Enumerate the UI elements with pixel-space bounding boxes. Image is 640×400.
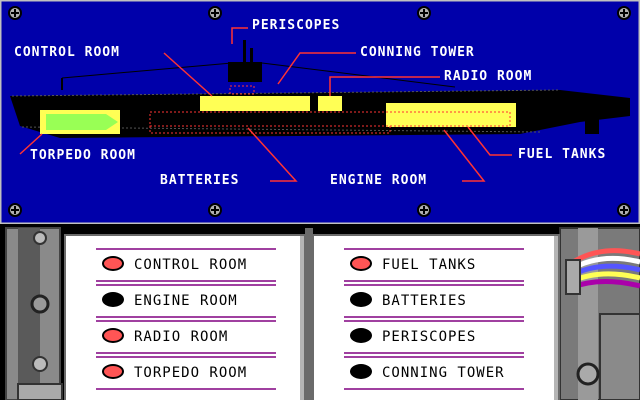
submarine-diagram-panel: PERISCOPES CONTROL ROOM CONNING TOWER RA…: [0, 0, 640, 224]
indicator-lamp-icon: [102, 364, 124, 379]
conning-tower-shape: [228, 62, 262, 82]
bolt-icon: [33, 231, 47, 245]
menu-panel-right: FUEL TANKS BATTERIES PERISCOPES CONNING …: [312, 234, 560, 400]
menu-option-radio-room[interactable]: RADIO ROOM: [96, 320, 276, 354]
menu-option-label: FUEL TANKS: [382, 257, 477, 273]
label-fuel-tanks: FUEL TANKS: [518, 147, 607, 162]
menu-option-fuel-tanks[interactable]: FUEL TANKS: [344, 248, 524, 282]
menu-option-torpedo-room[interactable]: TORPEDO ROOM: [96, 356, 276, 390]
menu-option-label: RADIO ROOM: [134, 329, 229, 345]
menu-option-label: CONTROL ROOM: [134, 257, 248, 273]
fuel-tanks-compartment: [386, 103, 516, 127]
menu-option-label: PERISCOPES: [382, 329, 477, 345]
indicator-lamp-icon: [350, 256, 372, 271]
label-conning-tower: CONNING TOWER: [360, 45, 475, 60]
menu-option-conning-tower[interactable]: CONNING TOWER: [344, 356, 524, 390]
menu-option-engine-room[interactable]: ENGINE ROOM: [96, 284, 276, 318]
indicator-lamp-icon: [350, 364, 372, 379]
label-radio-room: RADIO ROOM: [444, 69, 533, 84]
menu-option-periscopes[interactable]: PERISCOPES: [344, 320, 524, 354]
label-torpedo-room: TORPEDO ROOM: [30, 148, 136, 163]
menu-option-control-room[interactable]: CONTROL ROOM: [96, 248, 276, 282]
screw-icon: [8, 6, 631, 217]
indicator-lamp-icon: [350, 292, 372, 307]
radio-room-compartment: [318, 96, 342, 111]
leader-lines: [19, 27, 512, 182]
indicator-lamp-icon: [350, 328, 372, 343]
label-engine-room: ENGINE ROOM: [330, 173, 428, 188]
bolt-icon: [30, 294, 50, 314]
bolt-icon: [32, 356, 48, 372]
label-periscopes: PERISCOPES: [252, 18, 341, 33]
menu-option-label: CONNING TOWER: [382, 365, 505, 381]
menu-option-label: TORPEDO ROOM: [134, 365, 248, 381]
engine-room-compartment: [149, 111, 511, 127]
control-console: CONTROL ROOM ENGINE ROOM RADIO ROOM TORP…: [0, 224, 640, 400]
label-batteries: BATTERIES: [160, 173, 240, 188]
menu-panel-left: CONTROL ROOM ENGINE ROOM RADIO ROOM TORP…: [64, 234, 306, 400]
label-control-room: CONTROL ROOM: [14, 45, 120, 60]
indicator-lamp-icon: [102, 328, 124, 343]
indicator-lamp-icon: [102, 292, 124, 307]
indicator-lamp-icon: [102, 256, 124, 271]
submarine-diagram: [0, 0, 640, 224]
valve-icon: [576, 362, 600, 386]
menu-option-batteries[interactable]: BATTERIES: [344, 284, 524, 318]
control-room-compartment: [200, 96, 310, 111]
menu-option-label: BATTERIES: [382, 293, 467, 309]
menu-option-label: ENGINE ROOM: [134, 293, 238, 309]
